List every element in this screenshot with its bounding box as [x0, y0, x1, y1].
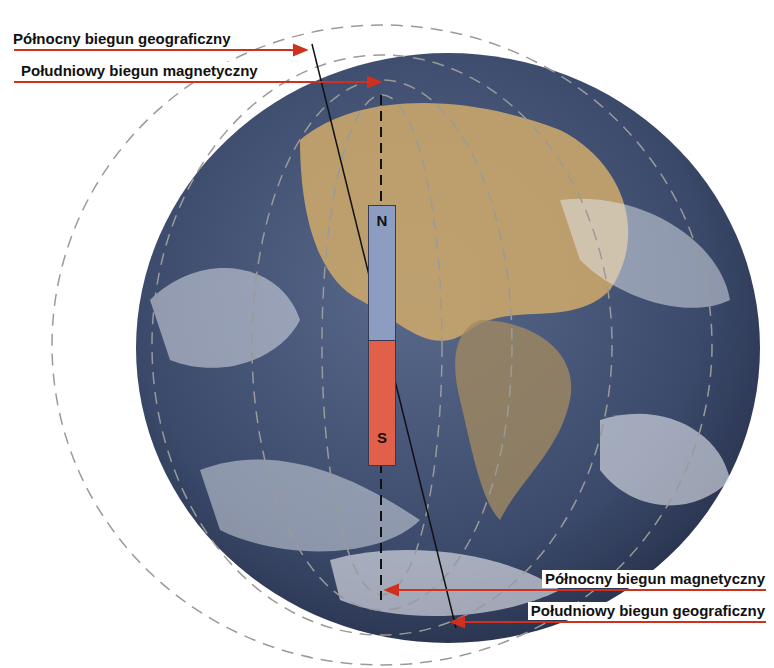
pole-letter: S [377, 429, 387, 465]
magnet-pole: N [368, 205, 396, 341]
pole-letter: N [377, 212, 388, 340]
pole-label: Północny biegun geograficzny [10, 30, 234, 48]
magnet-pole: S [368, 340, 396, 466]
pole-label: Południowy biegun geograficzny [528, 602, 768, 620]
pole-label: Południowy biegun magnetyczny [18, 62, 261, 80]
pole-label: Północny biegun magnetyczny [542, 570, 768, 588]
